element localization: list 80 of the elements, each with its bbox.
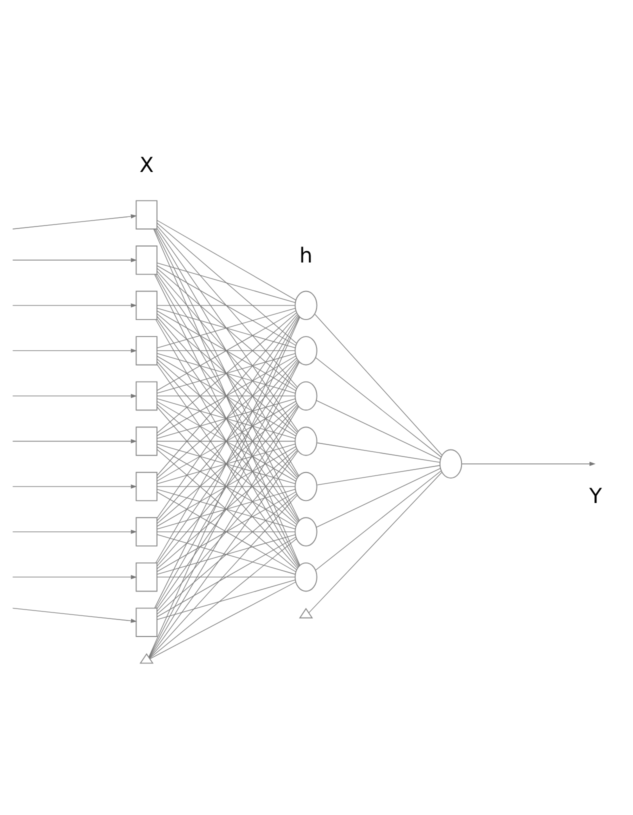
label: X [139, 152, 154, 177]
connector [150, 581, 296, 659]
arrow [12, 348, 137, 352]
node-box [136, 426, 158, 456]
connector [156, 350, 296, 351]
connector [316, 442, 440, 462]
node-box [136, 562, 158, 592]
connector [156, 446, 296, 526]
node-box [136, 336, 158, 365]
arrow [12, 302, 137, 308]
node-circle [294, 290, 318, 320]
arrow [12, 214, 137, 229]
node-box [136, 607, 158, 636]
connector [149, 538, 297, 658]
node-triangle [140, 652, 154, 664]
node-circle [294, 380, 318, 410]
connector [156, 262, 296, 302]
node-box [136, 245, 158, 274]
arrow [12, 607, 137, 622]
connector [156, 491, 296, 572]
node-circle [294, 336, 318, 365]
connector [156, 530, 296, 532]
arrow [12, 574, 137, 579]
connector [156, 273, 298, 476]
connector [156, 304, 296, 306]
label: h [299, 243, 313, 268]
node-box [136, 471, 158, 501]
node-box [136, 380, 158, 410]
arrow [12, 529, 137, 534]
connector [149, 494, 298, 658]
connector [314, 314, 442, 455]
connector [156, 270, 298, 432]
node-box [136, 200, 158, 229]
connector [316, 464, 440, 485]
connector [316, 468, 441, 528]
connector [156, 400, 296, 481]
node-circle [294, 471, 318, 501]
connector [308, 472, 442, 613]
arrow [12, 258, 137, 262]
connector [155, 274, 300, 521]
connector [156, 222, 297, 344]
connector [154, 316, 300, 608]
connector [156, 450, 298, 612]
node-box [136, 516, 158, 546]
connector [156, 405, 298, 608]
connector [156, 579, 296, 620]
connector [156, 220, 296, 300]
label: Y [589, 484, 602, 508]
node-circle [294, 516, 318, 546]
node-circle [439, 448, 462, 478]
connector [156, 355, 296, 436]
arrow [462, 461, 596, 466]
connector [156, 264, 296, 346]
connector [316, 470, 442, 570]
connector [156, 228, 298, 432]
connector [148, 406, 299, 658]
connector [156, 398, 296, 438]
connector [156, 268, 297, 388]
connector [156, 534, 296, 574]
connector [156, 576, 296, 577]
connector [316, 356, 442, 457]
connector [156, 310, 296, 390]
connector [156, 225, 298, 387]
connector [156, 493, 297, 614]
connector [155, 228, 300, 476]
connector [156, 440, 296, 442]
connector [156, 395, 296, 396]
connector [155, 360, 300, 608]
arrow [12, 393, 137, 398]
connector [148, 450, 298, 658]
connector [156, 536, 296, 617]
node-circle [294, 562, 318, 592]
connector [156, 443, 296, 484]
connector [316, 400, 441, 460]
connector [156, 307, 296, 348]
arrow [12, 484, 137, 488]
node-box [136, 290, 158, 320]
node-circle [294, 426, 318, 456]
arrow [12, 438, 137, 443]
node-triangle [298, 607, 313, 618]
